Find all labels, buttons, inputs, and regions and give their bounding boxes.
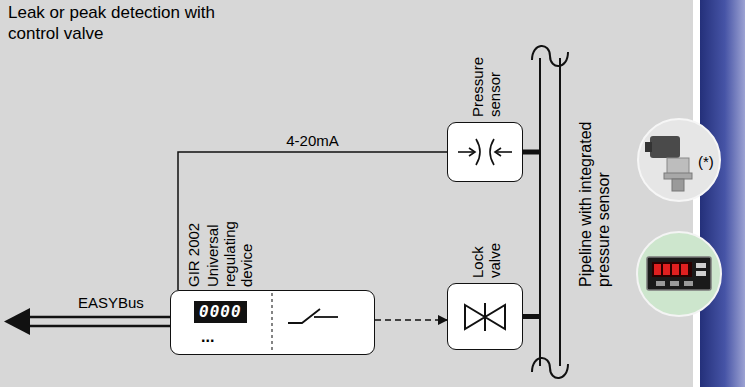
pipe-wall (559, 58, 561, 366)
valve-stem (484, 303, 486, 331)
symbol-arrow (496, 151, 512, 153)
plug-housing (650, 136, 680, 158)
device-button (656, 281, 665, 286)
grey-panel (0, 0, 693, 387)
more-indicator: ... (201, 329, 214, 345)
pipe-lines (532, 46, 568, 378)
plug-gland (645, 142, 652, 152)
footnote-mark: (*) (698, 153, 714, 170)
device-led (696, 271, 706, 276)
signal-label: 4-20mA (284, 132, 341, 149)
pipe-outline (528, 38, 572, 386)
device-digit (654, 264, 661, 275)
switch-contact (314, 316, 338, 318)
bus-line (26, 325, 170, 328)
diagram-title: Leak or peak detection with control valv… (8, 2, 258, 44)
device-digit (681, 264, 688, 275)
pipe-stub (523, 314, 540, 319)
signal-wire (178, 152, 447, 290)
sensor-nut (664, 173, 692, 179)
device-model: GIR 2002 (185, 197, 202, 287)
pipeline: Pipeline with integrated pressure sensor (540, 56, 560, 368)
device-description: Universal regulating device (204, 187, 255, 287)
device-housing (647, 257, 711, 290)
bus-label: EASYBus (78, 294, 144, 311)
device-led (696, 263, 706, 268)
display-readout: 0000 (194, 301, 247, 323)
device-button (670, 281, 679, 286)
bus-arrowhead (4, 308, 30, 335)
side-band (700, 0, 745, 387)
bus-line (26, 316, 170, 319)
bus-arrow (4, 308, 170, 335)
display-device-picture (647, 257, 711, 290)
pipe-wall (539, 58, 541, 366)
pipe-stub (523, 150, 540, 155)
device-digit (672, 264, 679, 275)
pipe-break (532, 358, 568, 378)
device-screen (652, 262, 692, 277)
symbol-arrow (458, 151, 474, 153)
valve-label: Lock valve (469, 223, 503, 278)
sensor-label: Pressure sensor (469, 45, 503, 117)
pipeline-label: Pipeline with integrated pressure sensor (577, 87, 613, 287)
sensor-body (667, 158, 689, 174)
display-photo-circle (637, 232, 721, 316)
control-arrow (375, 319, 447, 321)
sensor-thread (672, 179, 684, 191)
pipe-break (532, 46, 568, 66)
device-digit (663, 264, 670, 275)
device-button (684, 281, 693, 286)
